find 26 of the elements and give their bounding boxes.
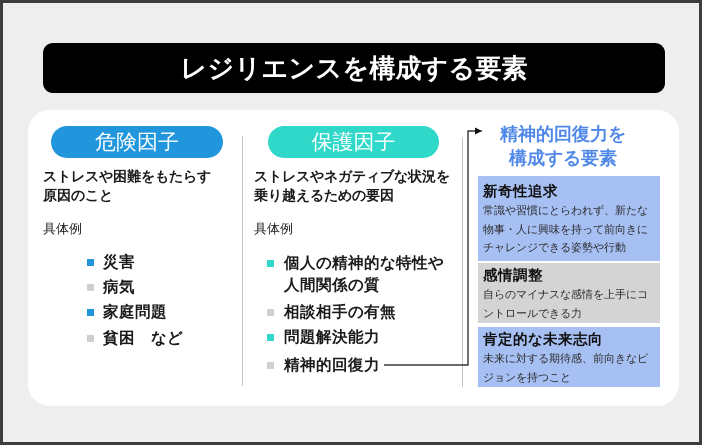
list-item: 相談相手の有無: [284, 302, 396, 323]
examples-label: 具体例: [254, 221, 293, 239]
list-item: 災害: [103, 252, 135, 273]
factor-description: 未来に対する期待感、前向きなビジョンを持つこと: [483, 351, 649, 386]
factor-box: [478, 327, 660, 387]
factor-heading: 感情調整: [483, 266, 544, 286]
factor-heading: 肯定的な未来志向: [483, 330, 604, 350]
column-heading: 精神的回復力を構成する要素: [482, 123, 644, 171]
factor-box: [478, 176, 660, 261]
description-text: ストレスや困難をもたらす原因のこと: [43, 168, 212, 206]
factor-heading: 新奇性追求: [483, 182, 559, 202]
heading-pill: 保護因子: [268, 126, 439, 158]
list-item: 貧困 など: [103, 328, 183, 349]
description-text: ストレスやネガティブな状況を乗り越えるための要因: [254, 168, 451, 206]
heading-pill: 危険因子: [51, 126, 223, 158]
list-item: 問題解決能力: [284, 327, 380, 348]
factor-description: 自らのマイナスな感情を上手にコントロールできる力: [483, 287, 649, 322]
list-item: 病気: [103, 277, 135, 298]
connector-arrow: [384, 128, 482, 366]
list-item: 個人の精神的な特性や人間関係の質: [284, 253, 445, 296]
list-item: 精神的回復力: [284, 354, 384, 376]
factor-description: 常識や習慣にとらわれず、新たな物事・人に興味を持って前向きにチャレンジできる姿勢や行動: [483, 203, 649, 256]
title-banner: レジリエンスを構成する要素: [43, 43, 665, 93]
examples-label: 具体例: [43, 221, 82, 239]
factor-box: [478, 263, 660, 323]
list-item: 家庭問題: [103, 302, 167, 323]
